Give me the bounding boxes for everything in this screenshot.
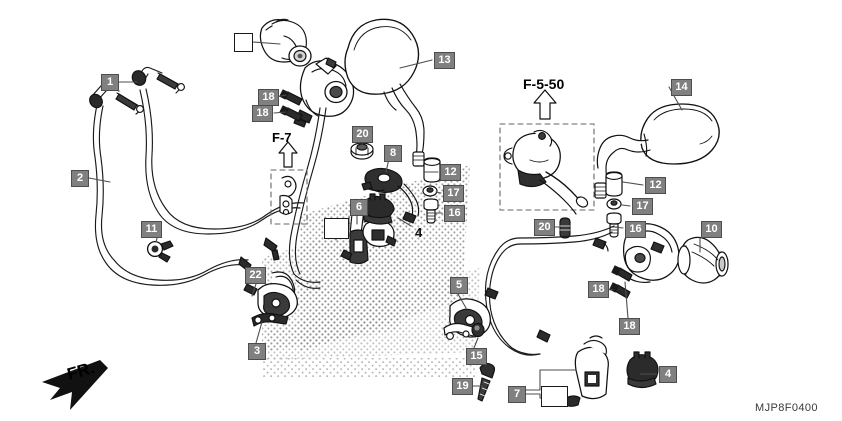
part-switch-housing-left xyxy=(288,57,355,289)
callout-17[interactable]: 17 xyxy=(443,185,464,202)
ref-box-switch-right[interactable] xyxy=(541,386,568,407)
callout-12[interactable]: 12 xyxy=(645,177,666,194)
callout-8[interactable]: 8 xyxy=(384,145,402,162)
part-mirror-13 xyxy=(344,18,425,167)
part-grommet-20-right xyxy=(559,217,571,239)
callout-17[interactable]: 17 xyxy=(632,198,653,215)
callout-7[interactable]: 7 xyxy=(508,386,526,403)
part-nut-17-left xyxy=(422,185,438,197)
inset-f7 xyxy=(270,141,308,225)
callout-4[interactable]: 4 xyxy=(659,366,677,383)
callout-18[interactable]: 18 xyxy=(588,281,609,298)
part-grommet-20-left xyxy=(350,142,374,160)
part-nut-17-right xyxy=(606,198,622,210)
part-bolt-18-left-b xyxy=(279,105,303,122)
callout-16[interactable]: 16 xyxy=(444,205,465,222)
callout-20[interactable]: 20 xyxy=(534,219,555,236)
callout-12[interactable]: 12 xyxy=(440,164,461,181)
callout-18[interactable]: 18 xyxy=(258,89,279,106)
part-clip-4-right xyxy=(626,351,659,389)
callout-10[interactable]: 10 xyxy=(701,221,722,238)
ref-box-grip-left[interactable] xyxy=(234,33,253,52)
callout-19[interactable]: 19 xyxy=(452,378,473,395)
callout-5[interactable]: 5 xyxy=(450,277,468,294)
part-pivot-15 xyxy=(471,322,485,338)
part-grip-10 xyxy=(677,236,729,284)
part-switch-8 xyxy=(361,167,420,224)
callout-11[interactable]: 11 xyxy=(141,221,162,238)
callout-22[interactable]: 22 xyxy=(245,267,266,284)
part-bolt-16-left xyxy=(423,198,439,224)
part-screw-19 xyxy=(477,362,496,402)
callout-1[interactable]: 1 xyxy=(101,74,119,91)
part-switch-body-left-lower xyxy=(362,219,397,247)
ref-box-switch-left[interactable] xyxy=(324,218,349,239)
part-bolt-18-left-a xyxy=(279,89,303,106)
callout-6[interactable]: 6 xyxy=(350,199,368,216)
callout-2[interactable]: 2 xyxy=(71,170,89,187)
part-cap-12-right xyxy=(605,171,623,197)
drawing-number: MJP8F0400 xyxy=(755,402,818,414)
callout-14[interactable]: 14 xyxy=(671,79,692,96)
part-clamp-11 xyxy=(146,240,174,263)
part-bracket-6 xyxy=(340,208,373,265)
part-cable-right xyxy=(484,225,615,356)
callout-3[interactable]: 3 xyxy=(248,343,266,360)
leader-lines xyxy=(88,41,701,401)
callout-18[interactable]: 18 xyxy=(619,318,640,335)
section-reference-f-7[interactable]: F-7 xyxy=(272,130,292,145)
callout-13[interactable]: 13 xyxy=(434,52,455,69)
callout-16[interactable]: 16 xyxy=(625,221,646,238)
part-grip-left xyxy=(259,18,312,67)
callout-20[interactable]: 20 xyxy=(352,126,373,143)
inset-f550 xyxy=(499,89,595,215)
callout-15[interactable]: 15 xyxy=(466,348,487,365)
part-cable-1 xyxy=(131,66,305,261)
plain-label-4: 4 xyxy=(415,225,423,240)
part-cable-2 xyxy=(89,83,255,286)
part-mirror-14 xyxy=(594,103,720,199)
fr-arrow xyxy=(42,360,108,410)
part-cap-12-left xyxy=(423,157,441,183)
part-bolt-18-right-b xyxy=(611,265,633,282)
callout-18[interactable]: 18 xyxy=(252,105,273,122)
part-switch-7 xyxy=(563,335,609,407)
section-reference-f-5-50[interactable]: F-5-50 xyxy=(523,76,565,92)
part-assembly-3 xyxy=(243,271,298,327)
